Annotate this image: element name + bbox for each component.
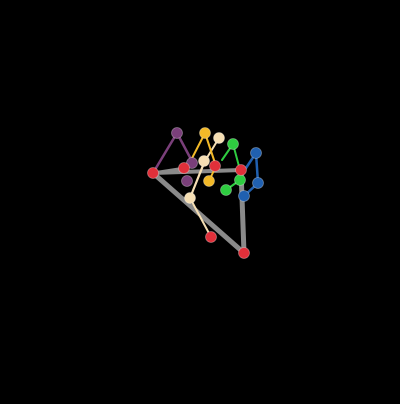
joint-ring-tip [227, 138, 239, 150]
joint-pinky [238, 190, 250, 202]
joint-red [235, 164, 247, 176]
joint-index [181, 175, 193, 187]
joint-red [178, 162, 190, 174]
joint-thumb [184, 192, 196, 204]
thumb-bone [189, 159, 206, 199]
middle-bone [204, 132, 217, 167]
thumb-bone [189, 197, 212, 238]
index-bone [151, 131, 179, 175]
joint-red [209, 160, 221, 172]
joint-thumb-base [205, 231, 217, 243]
joint-ring [220, 184, 232, 196]
bones-layer [150, 131, 260, 256]
joint-index-tip [171, 127, 183, 139]
joint-index [186, 157, 198, 169]
joint-ring [234, 174, 246, 186]
joint-palm [147, 167, 159, 179]
joints-layer [147, 127, 264, 259]
joint-wrist [238, 247, 250, 259]
joint-middle [203, 175, 215, 187]
joint-thumb-tip [213, 132, 225, 144]
palm-bone [151, 168, 243, 175]
joint-pinky [252, 177, 264, 189]
joint-middle-tip [199, 127, 211, 139]
joint-pinky-tip [250, 147, 262, 159]
joint-thumb [198, 155, 210, 167]
